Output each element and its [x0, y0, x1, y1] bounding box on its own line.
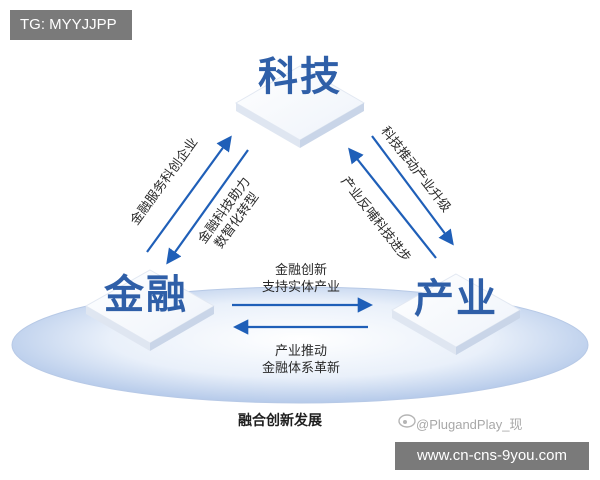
credit-text: @PlugandPlay_现: [416, 417, 523, 432]
flow-text-bottom-top: 金融创新 支持实体产业: [246, 262, 356, 296]
right-cube: [390, 273, 522, 355]
diagram-caption: 融合创新发展: [238, 413, 322, 429]
node-label-industry: 产业: [414, 276, 498, 322]
arrow-left-inner: [166, 149, 249, 265]
tag-overlay: TG: MYYJJPP: [10, 10, 132, 40]
left-cube: [84, 269, 216, 351]
arrow-right-inner: [348, 147, 437, 259]
arrow-right-outer: [371, 135, 454, 246]
top-cube: [235, 65, 365, 148]
node-label-finance: 金融: [104, 272, 188, 318]
arrow-left-outer: [146, 135, 232, 253]
flow-text-bottom-bottom: 产业推动 金融体系革新: [246, 343, 356, 377]
node-label-tech: 科技: [258, 54, 342, 100]
flow-text-bottom-top-line-2: 支持实体产业: [261, 280, 340, 295]
watermark-overlay: www.cn-cns-9you.com: [395, 442, 589, 470]
flow-text-bottom-bottom-line-2: 金融体系革新: [261, 361, 340, 376]
weibo-icon: [398, 414, 416, 428]
flow-text-bottom-bottom-line-1: 产业推动: [274, 344, 327, 359]
flow-text-bottom-top-line-1: 金融创新: [274, 263, 327, 278]
